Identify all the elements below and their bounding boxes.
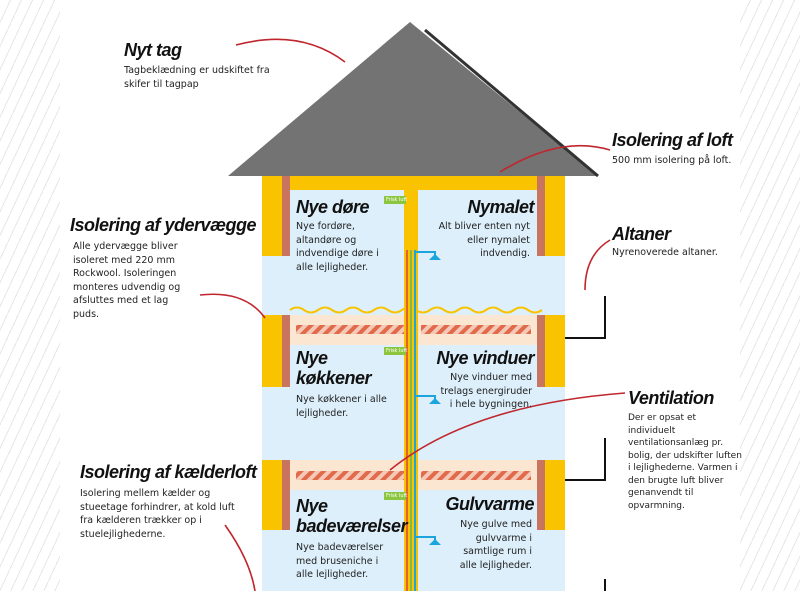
isolering-loft-text: 500 mm isolering på loft. (612, 155, 732, 166)
altaner-title: Altaner (612, 224, 671, 244)
ventilation-title: Ventilation (628, 388, 714, 408)
nyt-tag-title: Nyt tag (124, 40, 182, 60)
ydervaegge-text: Alle ydervægge bliver isoleret med 220 m… (73, 241, 181, 320)
room-gulvvarme-title: Gulvvarme (445, 494, 534, 514)
room-koekkener-title: Nye køkkener (296, 348, 372, 388)
isolering-loft-title: Isolering af loft (612, 130, 733, 150)
room-doere-text: Nye fordøre, altandøre og indvendige dør… (296, 221, 379, 273)
shower-icon (429, 539, 441, 545)
roof-edge (424, 28, 599, 178)
ydervaegge-title: Isolering af ydervægge (70, 215, 257, 235)
room-bad-title: Nye badeværelser (296, 496, 408, 536)
room-vinduer-text: Nye vinduer med trelags energiruder i he… (440, 372, 532, 410)
background-hatch-right (740, 0, 800, 591)
ventilation-text: Der er opsat et individuelt ventilations… (628, 413, 742, 511)
room-doere-title: Nye døre (296, 197, 370, 217)
nyt-tag-text: Tagbeklædning er udskiftet fra skifer ti… (124, 65, 270, 90)
shower-icon (429, 398, 441, 404)
room-gulvvarme-text: Nye gulve med gulvvarme i samtlige rum i… (459, 519, 532, 571)
room-nymalet-title: Nymalet (467, 197, 534, 217)
kaelderloft-text: Isolering mellem kælder og stueetage for… (80, 488, 235, 540)
altaner-text: Nyrenoverede altaner. (612, 247, 718, 258)
room-bad-text: Nye badeværelser med bruseniche i alle l… (296, 542, 384, 580)
annotation-arrows (199, 38, 626, 591)
fresh-air-label: Frisk luft (386, 197, 408, 203)
room-vinduer-title: Nye vinduer (436, 348, 534, 368)
fresh-air-label: Frisk luft (386, 348, 408, 354)
fresh-air-label: Frisk luft (386, 493, 408, 499)
background-hatch-left (0, 0, 60, 591)
room-koekkener-text: Nye køkkener i alle lejligheder. (296, 394, 387, 419)
shower-icon (429, 254, 441, 260)
roof (228, 22, 598, 176)
room-nymalet-text: Alt bliver enten nyt eller nymalet indve… (438, 221, 530, 259)
kaelderloft-title: Isolering af kælderloft (80, 462, 257, 482)
